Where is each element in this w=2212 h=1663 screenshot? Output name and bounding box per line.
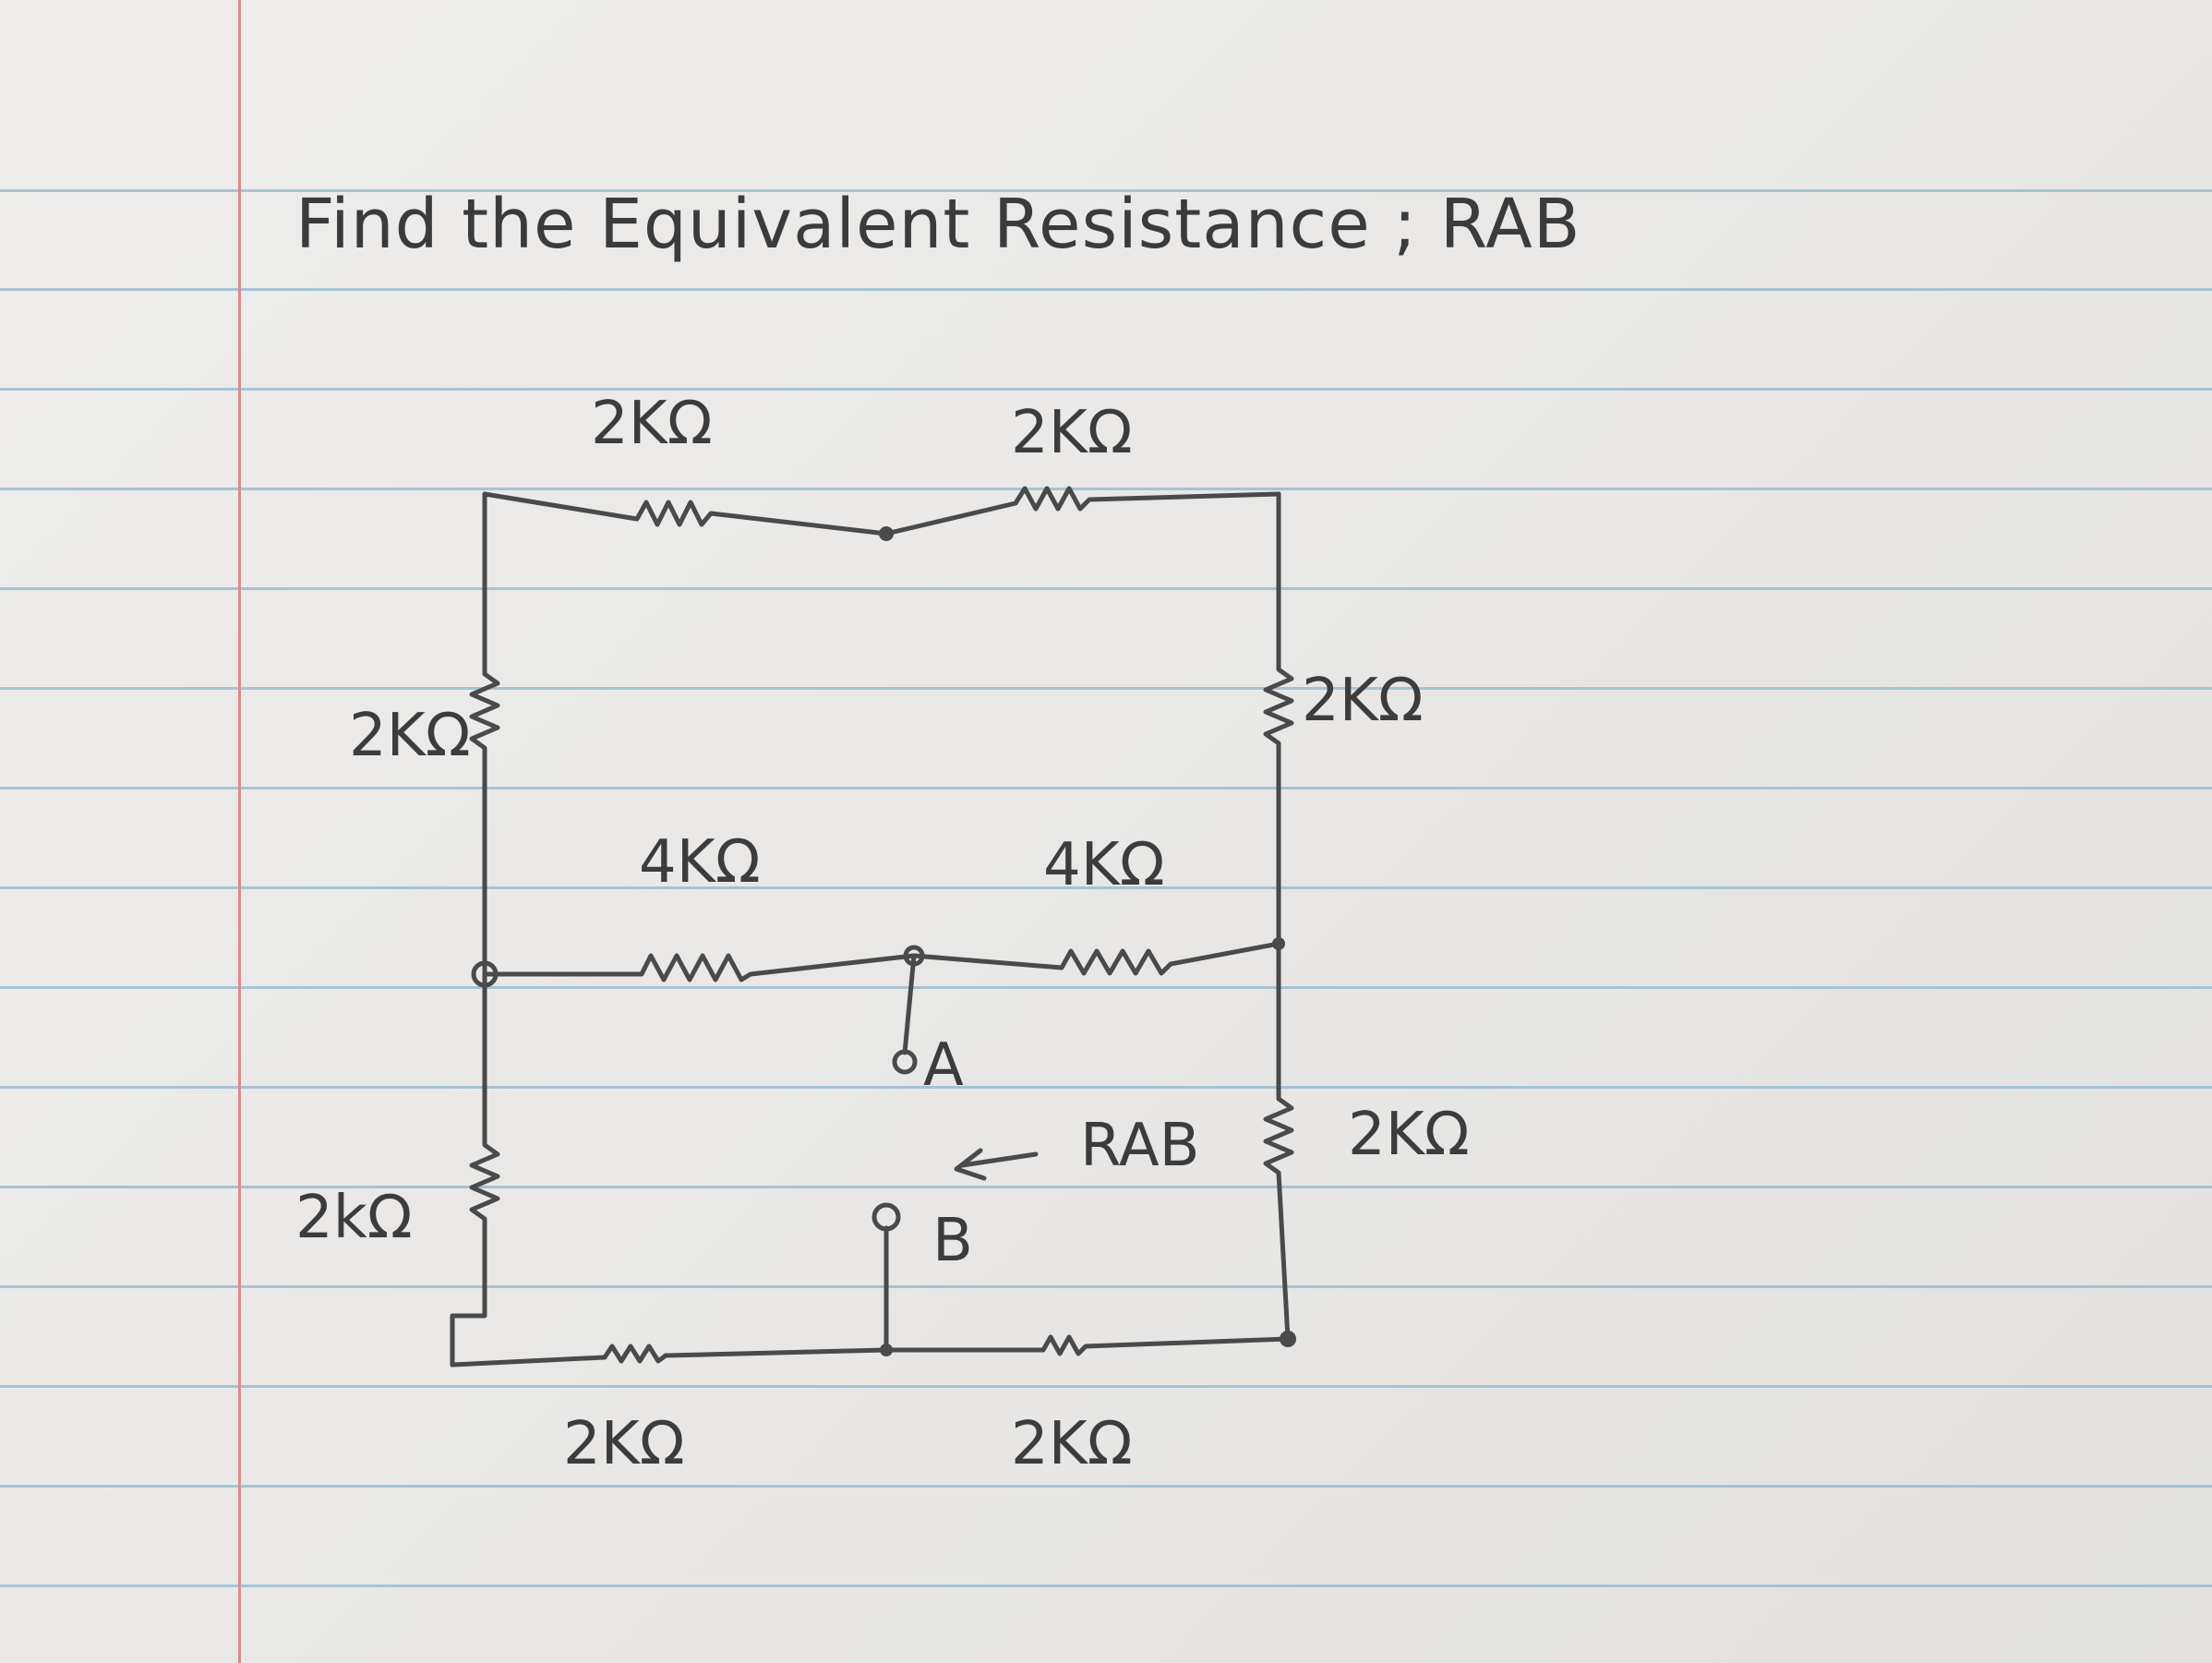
rule-line — [0, 986, 2212, 989]
label-right-upper: 2KΩ — [1302, 667, 1424, 735]
label-top-left: 2KΩ — [591, 390, 713, 458]
rule-line — [0, 1186, 2212, 1188]
bottom-mid-node — [880, 1344, 893, 1356]
label-rab: RAB — [1080, 1112, 1200, 1180]
label-bottom-left: 2KΩ — [563, 1410, 685, 1478]
rule-line — [0, 1385, 2212, 1388]
label-middle-left: 4KΩ — [639, 828, 761, 897]
label-bottom-right: 2KΩ — [1011, 1410, 1133, 1478]
rule-line — [0, 787, 2212, 789]
label-terminal-b: B — [932, 1207, 973, 1275]
terminal-b-node — [872, 1202, 901, 1232]
middle-node — [903, 945, 925, 967]
left-node — [471, 960, 499, 988]
label-right-lower: 2KΩ — [1348, 1101, 1470, 1169]
margin-line — [238, 0, 241, 1663]
problem-title: Find the Equivalent Resistance ; RAB — [295, 185, 1581, 264]
label-top-right: 2KΩ — [1011, 399, 1133, 467]
rule-line — [0, 388, 2212, 391]
terminal-a-node — [892, 1049, 918, 1075]
middle-right-node — [1272, 937, 1285, 950]
rule-line — [0, 288, 2212, 291]
label-terminal-a: A — [923, 1031, 964, 1100]
left-wire — [450, 491, 500, 1368]
top-mid-node — [879, 526, 894, 541]
rule-line — [0, 189, 2212, 192]
rab-arrow — [954, 1148, 1039, 1181]
rule-line — [0, 1485, 2212, 1488]
rule-line — [0, 886, 2212, 889]
rule-line — [0, 1086, 2212, 1089]
right-wire — [1263, 491, 1294, 1342]
label-left-upper: 2KΩ — [349, 702, 471, 770]
rule-line — [0, 587, 2212, 590]
rule-line — [0, 1285, 2212, 1288]
bottom-wire — [450, 1334, 1291, 1368]
rule-line — [0, 687, 2212, 690]
middle-wire — [482, 941, 1281, 982]
rule-line — [0, 488, 2212, 490]
top-wire — [482, 486, 1281, 536]
label-middle-right: 4KΩ — [1043, 831, 1165, 899]
rule-line — [0, 1585, 2212, 1587]
terminal-a-lead — [902, 953, 917, 1055]
bottom-right-node — [1280, 1331, 1296, 1347]
label-left-lower: 2kΩ — [295, 1184, 413, 1252]
